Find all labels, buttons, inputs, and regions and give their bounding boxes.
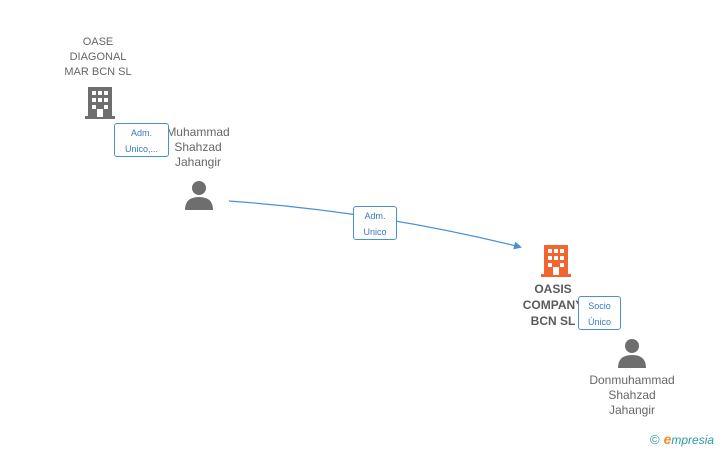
footer-brand: © empresia — [650, 431, 714, 447]
role-badge-right[interactable]: Socio Único — [578, 296, 621, 330]
brand-name: mpresia — [671, 433, 715, 447]
brand-logo[interactable]: empresia — [664, 431, 714, 447]
copyright-symbol: © — [650, 431, 660, 447]
role-badge-middle[interactable]: Adm. Unico — [353, 206, 397, 240]
person-icon[interactable] — [184, 180, 214, 210]
person-top-label: Muhammad Shahzad Jahangir — [166, 125, 230, 169]
person-bottom-label: Donmuhammad Shahzad Jahangir — [589, 373, 675, 417]
company-top-label: OASE DIAGONAL MAR BCN SL — [64, 36, 132, 78]
brand-initial: e — [663, 431, 672, 447]
building-icon[interactable] — [84, 85, 116, 119]
role-badge-top[interactable]: Adm. Unico,... — [114, 123, 169, 157]
person-icon[interactable] — [617, 338, 647, 368]
building-icon-highlighted[interactable] — [540, 243, 572, 277]
company-main-label[interactable]: OASIS COMPANY BCN SL — [522, 282, 584, 328]
